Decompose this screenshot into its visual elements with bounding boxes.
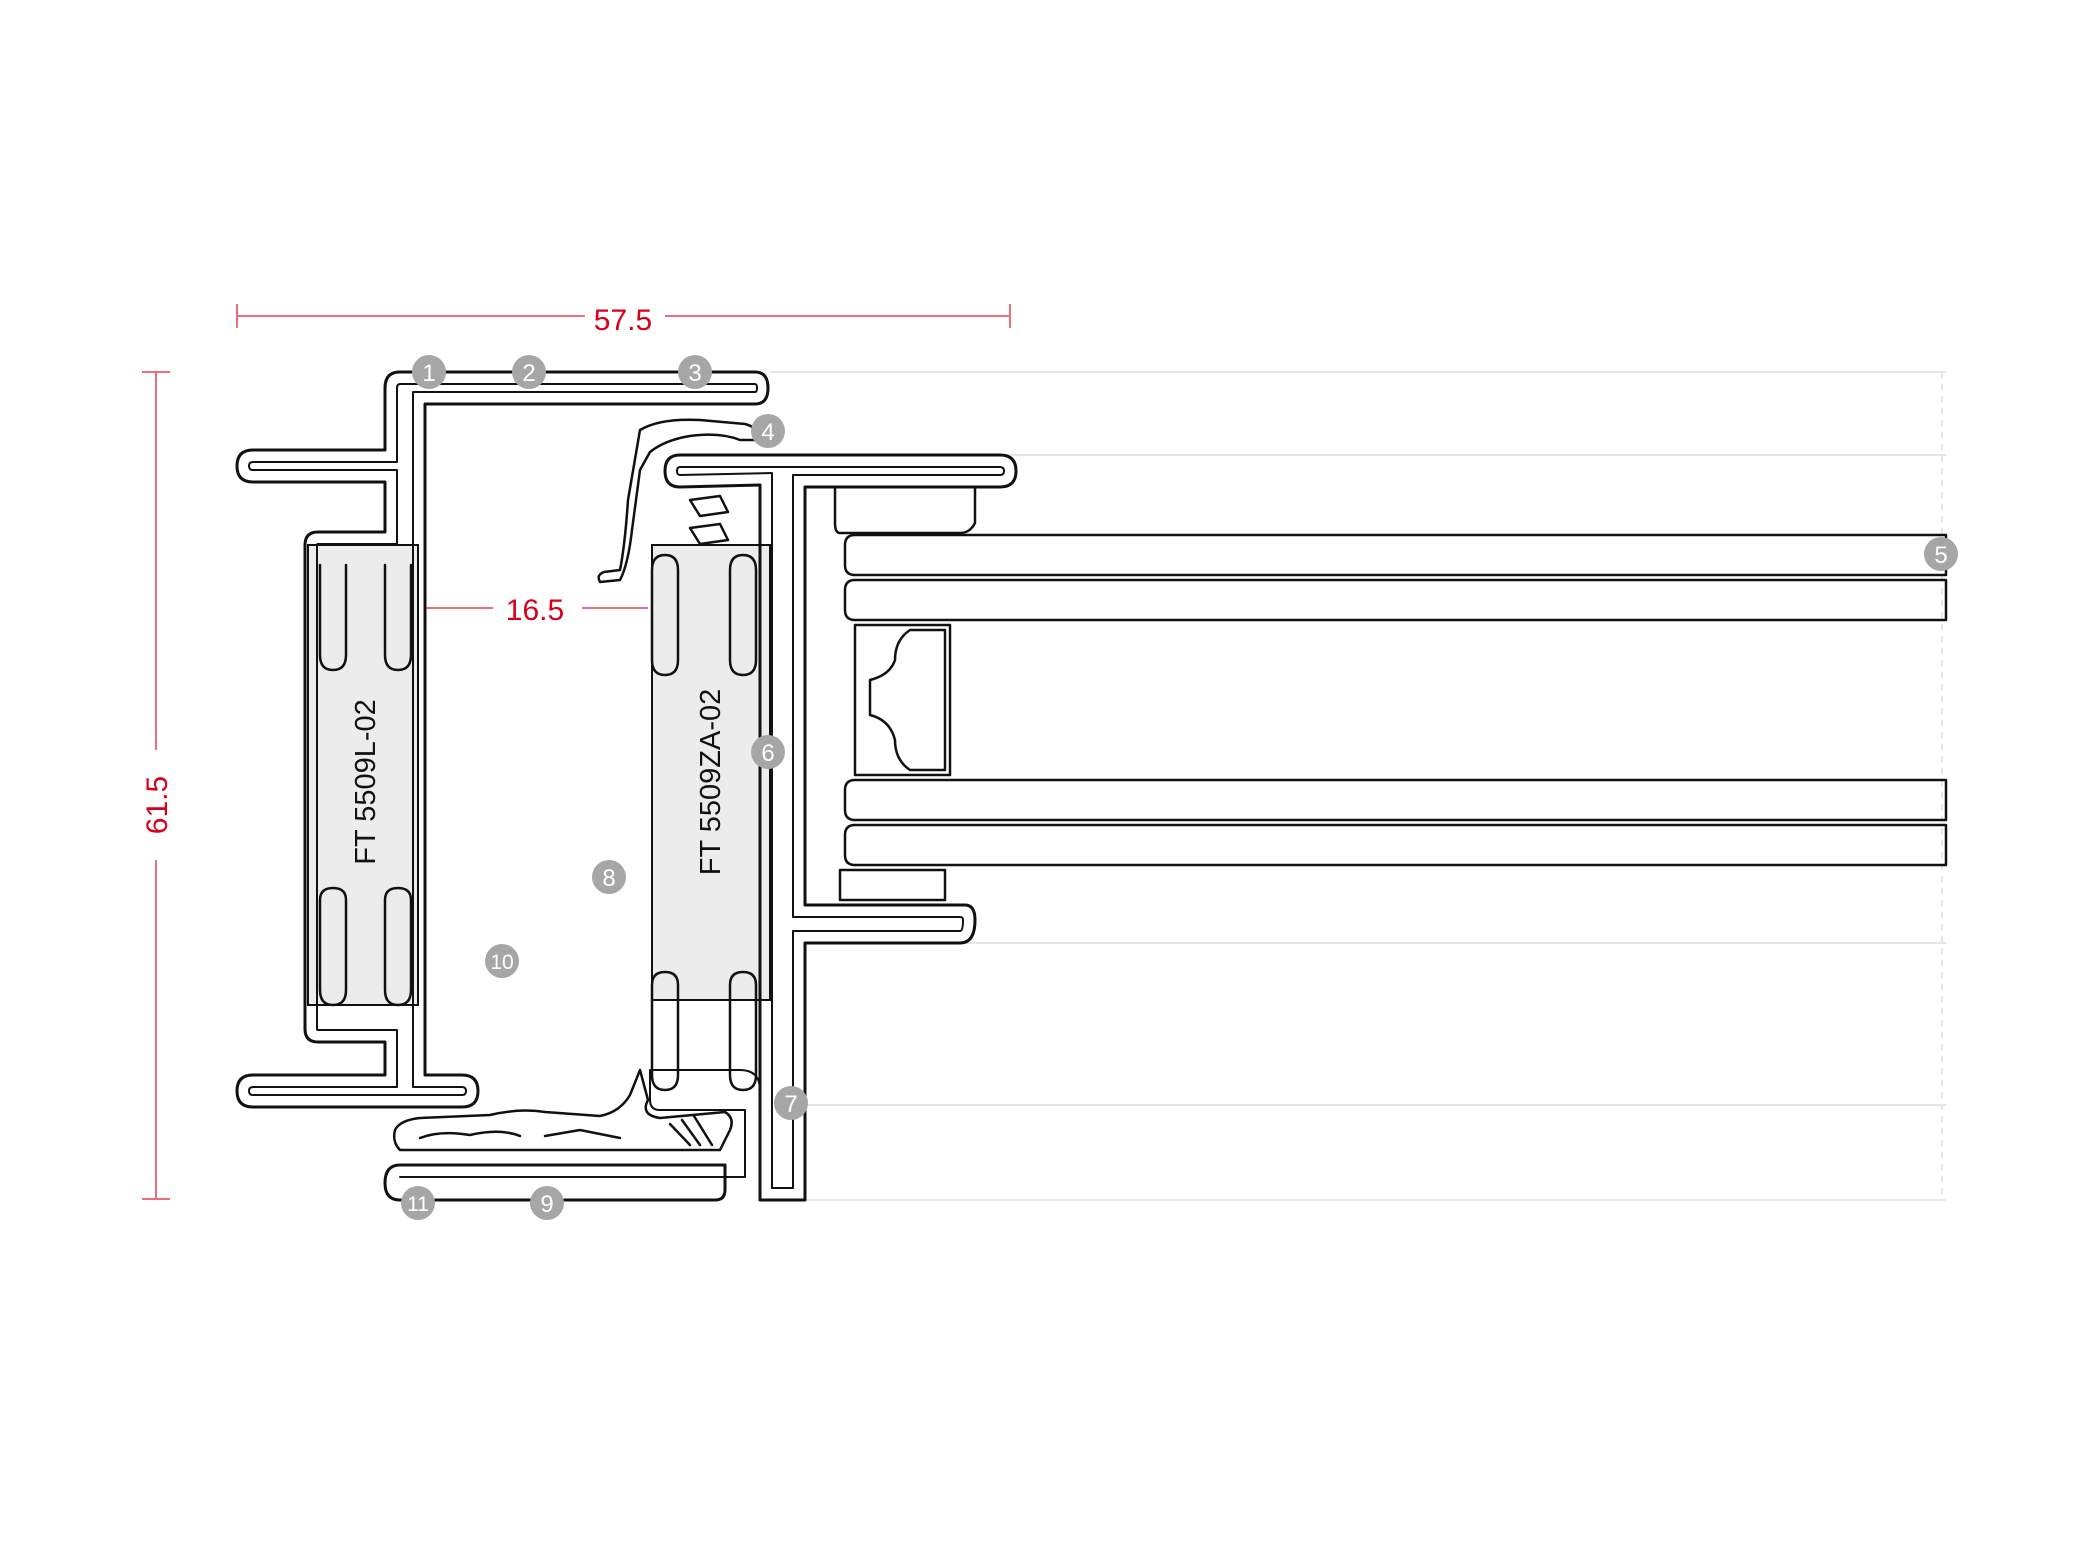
callout-2: 2 [512, 355, 546, 389]
callout-8: 8 [592, 860, 626, 894]
callout-9: 9 [530, 1186, 564, 1220]
callout-10: 10 [485, 944, 519, 978]
callout-11: 11 [401, 1186, 435, 1220]
callout-1: 1 [412, 355, 446, 389]
inner-gap-label: 16.5 [506, 594, 564, 627]
right-thermal-break [651, 544, 771, 1001]
upper-gasket [597, 418, 760, 584]
right-insulator-label: FT 5509ZA-02 [695, 689, 727, 875]
overall-width-label: 57.5 [594, 304, 652, 337]
svg-text:5: 5 [1934, 542, 1947, 569]
svg-text:2: 2 [522, 360, 535, 387]
left-insulator-label: FT 5509L-02 [350, 699, 382, 865]
right-clip-fingers [650, 553, 758, 1092]
left-thermal-break [307, 544, 419, 1006]
sash-profile [383, 453, 1018, 1202]
svg-text:8: 8 [602, 865, 615, 892]
aluminium-profiles [235, 370, 1948, 1202]
callout-5: 5 [1924, 537, 1958, 571]
left-clip-fingers [318, 563, 413, 1007]
callout-4: 4 [751, 414, 785, 448]
svg-text:4: 4 [761, 419, 774, 446]
svg-text:7: 7 [784, 1091, 797, 1118]
lower-gasket [392, 1068, 733, 1152]
outer-frame [235, 370, 770, 1109]
svg-text:10: 10 [490, 951, 513, 974]
callout-6: 6 [751, 735, 785, 769]
callout-3: 3 [678, 355, 712, 389]
glazing-unit [833, 485, 1948, 902]
svg-text:9: 9 [540, 1191, 553, 1218]
svg-text:3: 3 [688, 360, 701, 387]
svg-text:1: 1 [422, 360, 435, 387]
callout-7: 7 [774, 1086, 808, 1120]
thermal-breaks [307, 544, 771, 1006]
svg-text:6: 6 [761, 740, 774, 767]
guide-lines [770, 371, 1946, 1201]
dimension-lines [142, 304, 1011, 1200]
callout-badges: 1 2 3 4 5 6 7 8 [401, 355, 1958, 1220]
overall-height-label: 61.5 [141, 776, 174, 834]
svg-text:11: 11 [407, 1193, 429, 1216]
